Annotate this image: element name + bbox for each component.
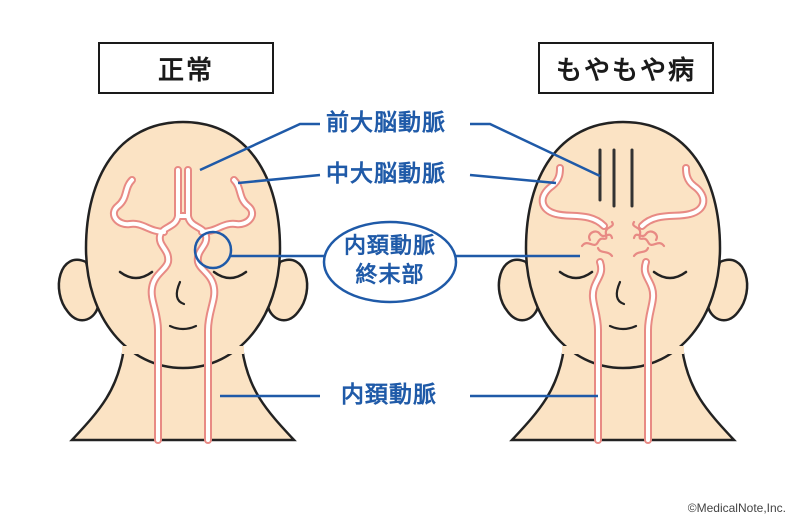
moyamoya-arteries [538,148,708,444]
normal-artery-core-3 [111,178,166,234]
moyamoya-neck-join [562,346,684,354]
moyamoya-artery-core-3 [640,166,706,228]
title-moyamoya: もやもや病 [538,42,714,94]
label-internal-carotid-artery: 内頚動脈 [341,382,437,408]
moyamoya-artery-core-0 [590,260,604,442]
normal-neck-join [122,346,244,354]
title-normal: 正常 [98,42,274,94]
leader-aca-left [199,122,320,172]
label-middle-cerebral-artery: 中大脳動脈 [326,161,446,187]
moyamoya-right-eye [652,270,688,280]
label-ica-terminal-line1: 内頚動脈 [343,234,436,260]
moyamoya-mouth [608,324,638,331]
leader-mca-left [237,173,321,185]
label-ica-terminal: 内頚動脈 終末部 [325,223,455,301]
moyamoya-head [497,120,749,444]
normal-left-eye [118,270,154,280]
normal-right-eye [212,270,248,280]
moyamoya-artery-core-1 [642,260,656,442]
normal-terminal-circle [193,230,233,270]
label-ica-terminal-line2: 終末部 [355,263,425,288]
moyamoya-face [524,120,722,370]
leader-lines [199,122,601,398]
moyamoya-left-eye [558,270,594,280]
moyamoya-artery-core-2 [540,166,606,228]
leader-aca-right [470,122,601,178]
moyamoya-nose [615,280,626,306]
normal-face [84,120,282,370]
normal-artery-core-4 [200,178,255,234]
normal-mouth [168,324,198,331]
normal-head [57,120,309,444]
terminal-ellipse [322,220,458,304]
moyamoya-tangle-right [632,220,666,258]
copyright: ©MedicalNote,Inc. [687,501,786,515]
normal-nose [175,280,186,306]
moyamoya-tangle-left [580,220,614,258]
normal-artery-core-0 [149,168,180,442]
label-anterior-cerebral-artery: 前大脳動脈 [326,110,446,136]
leader-mca-right [469,173,557,185]
